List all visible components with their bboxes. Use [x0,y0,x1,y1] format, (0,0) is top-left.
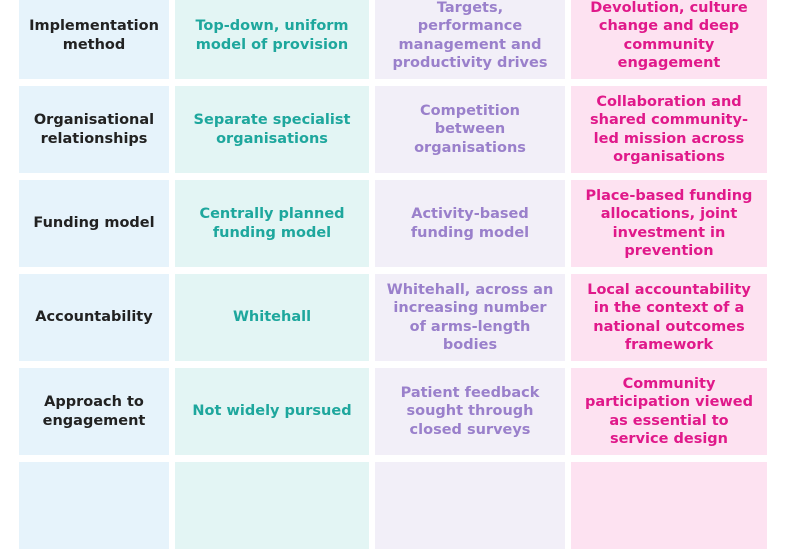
row-label: Accountability [19,274,169,361]
row-label: Approach to engagement [19,368,169,455]
table-cell: Top-down, uniform model of provision [175,0,369,79]
table-cell: Patient feedback sought through closed s… [375,368,565,455]
row-label: Implementation method [19,0,169,79]
table-cell-partial [375,462,565,549]
table-cell: Competition between organisations [375,86,565,173]
table-cell: Separate specialist organisations [175,86,369,173]
table-cell-partial [175,462,369,549]
table-cell: Activity-based funding model [375,180,565,267]
table-cell: Targets, performance management and prod… [375,0,565,79]
table-cell: Not widely pursued [175,368,369,455]
table-cell: Devolution, culture change and deep comm… [571,0,767,79]
table-cell: Community participation viewed as essent… [571,368,767,455]
table-cell: Whitehall, across an increasing number o… [375,274,565,361]
table-cell-partial [19,462,169,549]
table-cell: Local accountability in the context of a… [571,274,767,361]
table-cell: Place-based funding allocations, joint i… [571,180,767,267]
table-cell: Collaboration and shared community-led m… [571,86,767,173]
row-label: Organisational relationships [19,86,169,173]
comparison-table: Implementation method Top-down, uniform … [19,0,767,549]
table-cell: Centrally planned funding model [175,180,369,267]
table-cell-partial [571,462,767,549]
table-cell: Whitehall [175,274,369,361]
row-label: Funding model [19,180,169,267]
